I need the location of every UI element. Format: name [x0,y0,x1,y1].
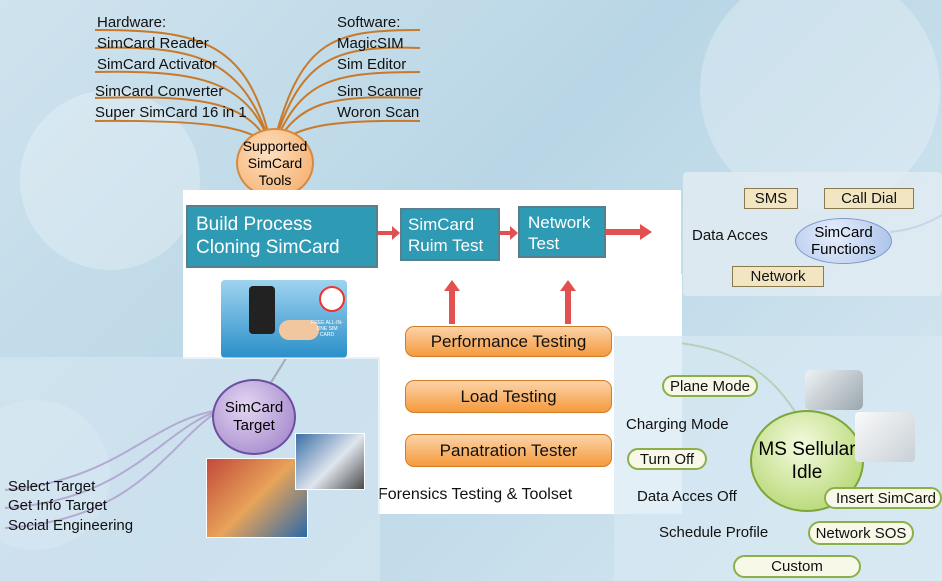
phone-icon [249,286,275,334]
load-testing: Load Testing [405,380,612,413]
function-call-dial: Call Dial [824,188,914,209]
idle-center-label: MS Sellular Idle [758,439,856,483]
arrow-right-icon [500,226,518,240]
arrow-right-icon [606,224,652,240]
network-test-box: Network Test [518,206,606,258]
hardware-item: SimCard Reader [97,35,209,52]
arrow-right-icon [378,226,400,240]
panatration-tester: Panatration Tester [405,434,612,467]
group-photo [295,433,365,490]
idle-schedule-profile: Schedule Profile [659,524,769,541]
arrow-up-icon [444,280,460,324]
hardware-item: Super SimCard 16 in 1 [95,104,247,121]
tools-center-label: Supported SimCard Tools [242,137,308,188]
tools-center-node: Supported SimCard Tools [236,128,314,198]
function-data-acces: Data Acces [692,227,768,244]
target-center-node: SimCard Target [212,379,296,455]
idle-plane-mode: Plane Mode [662,375,758,397]
sim-card-icon [319,286,345,312]
target-item: Get Info Target [8,497,107,514]
software-item: Sim Scanner [337,83,423,100]
performance-testing: Performance Testing [405,326,612,357]
hardware-item: SimCard Converter [95,83,224,100]
functions-center-label: SimCard Functions [810,224,877,258]
target-item: Select Target [8,478,96,495]
idle-data-acces-off: Data Acces Off [637,488,737,505]
software-item: Sim Editor [337,56,407,73]
hardware-title: Hardware: [97,14,167,31]
idle-charging-mode: Charging Mode [626,416,729,433]
software-title: Software: [337,14,401,31]
idle-custom: Custom [733,555,861,578]
target-item: Social Engineering [8,517,134,534]
function-sms: SMS [744,188,798,209]
arrow-up-icon [560,280,576,324]
idle-turn-off: Turn Off [627,448,707,470]
card-label: FREE ALL-IN-ONE SIM CARD [311,320,343,338]
software-item: Woron Scan [337,104,420,121]
idle-insert-simcard: Insert SimCard [824,487,942,509]
function-network: Network [732,266,824,287]
charger-photo [805,370,863,410]
hardware-item: SimCard Activator [97,56,218,73]
device-photo [855,412,915,462]
idle-network-sos: Network SOS [808,521,914,545]
people-photo [206,458,308,538]
software-item: MagicSIM [337,35,404,52]
ruim-test-box: SimCard Ruim Test [400,208,500,261]
functions-center-node: SimCard Functions [795,218,892,264]
phone-photo: FREE ALL-IN-ONE SIM CARD [221,280,347,358]
hand-shape [279,320,319,340]
target-center-label: SimCard Target [224,399,284,434]
phone-image-panel: FREE ALL-IN-ONE SIM CARD [183,274,383,359]
testing-caption: Forensics Testing & Toolset [378,486,573,503]
build-process-box: Build Process Cloning SimCard [186,205,378,268]
